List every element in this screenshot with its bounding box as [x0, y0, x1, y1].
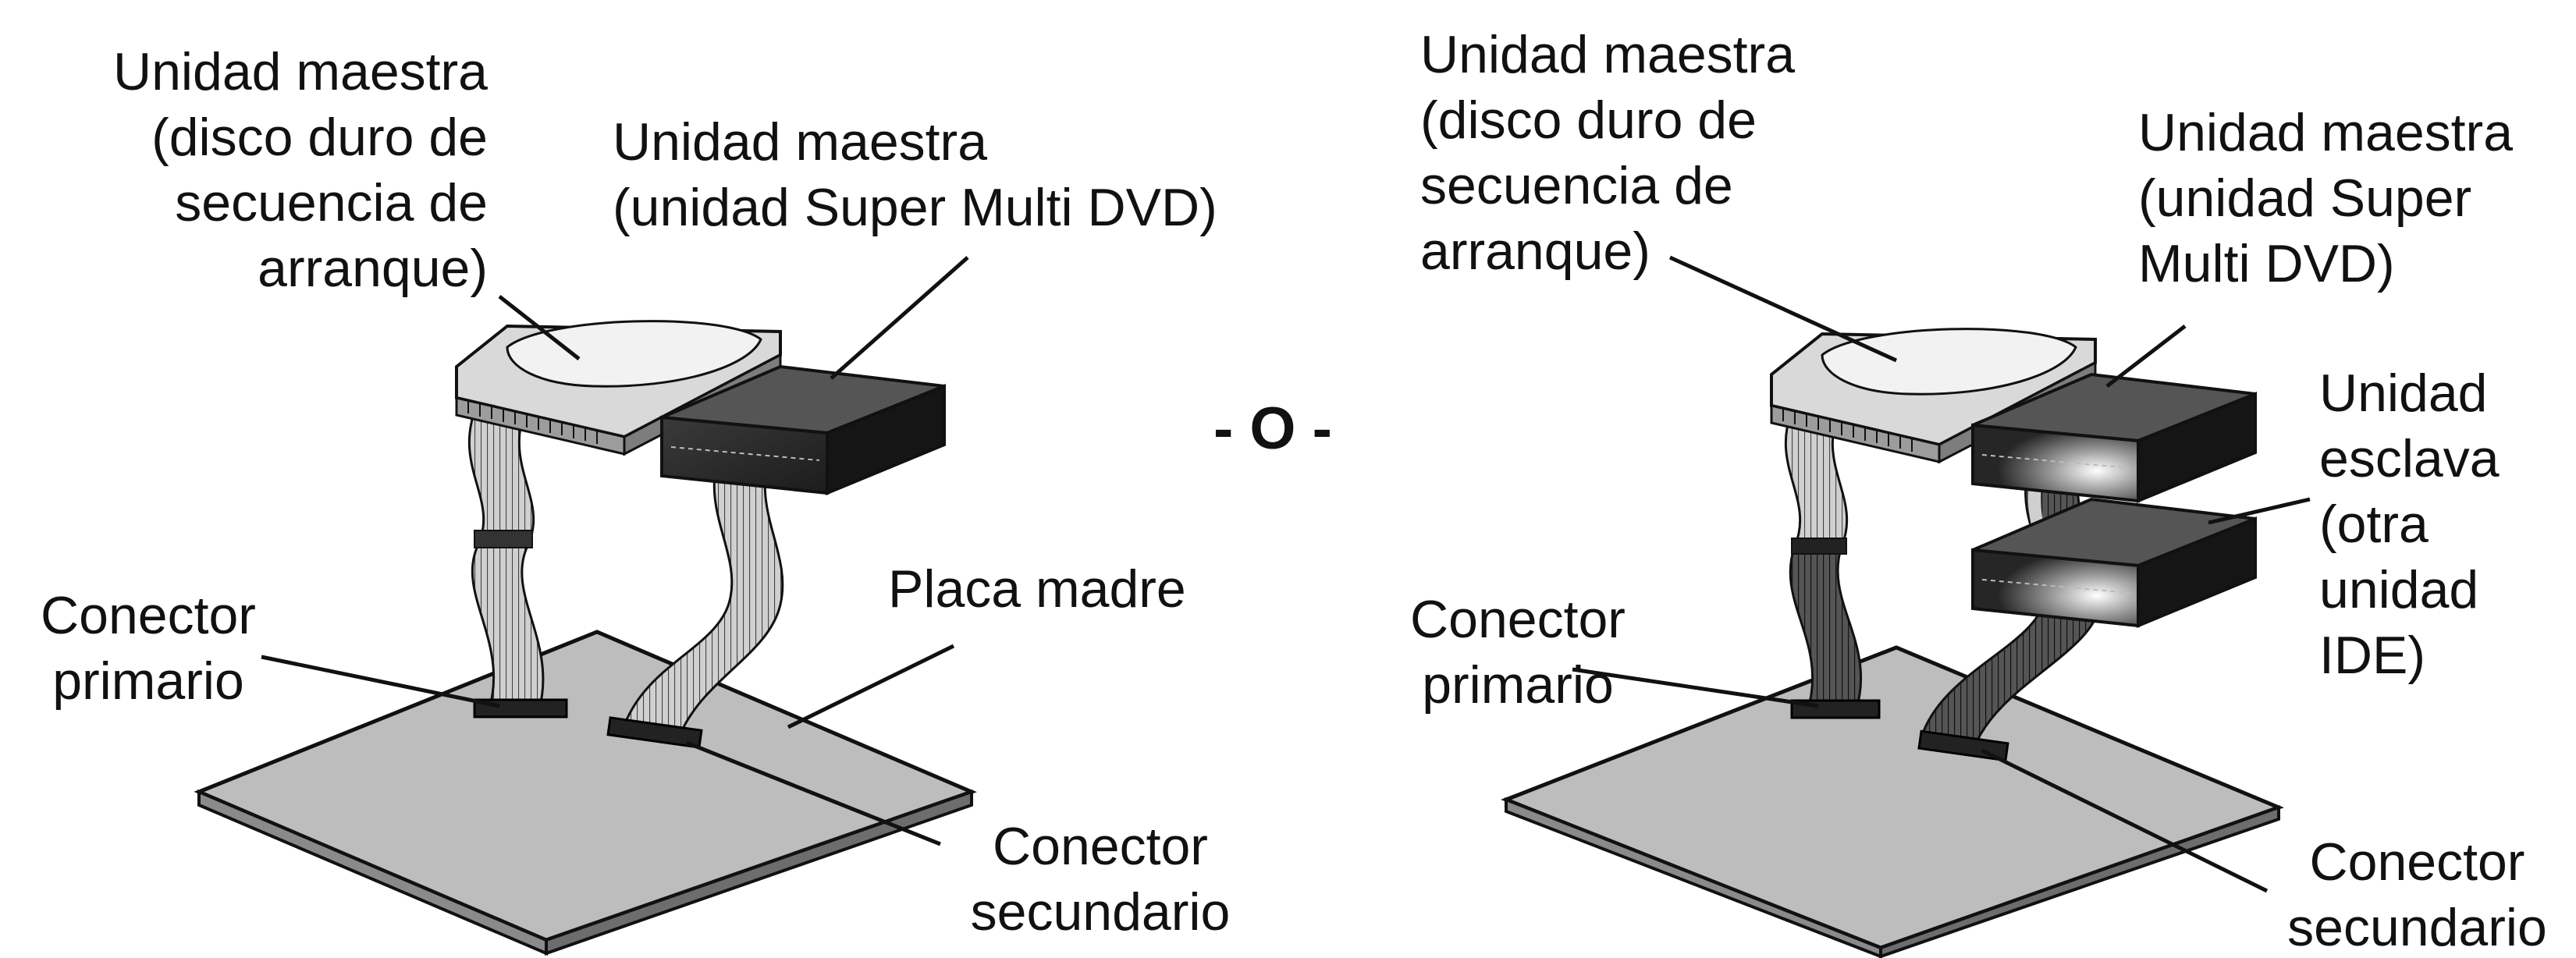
left-leader-primary — [261, 655, 500, 708]
left-label-master-disk: Unidad maestra (disco duro de secuencia … — [112, 42, 488, 298]
left-primary-cable — [467, 406, 545, 708]
right-label-secondary-connector: Conector secundario — [2287, 832, 2547, 957]
right-dvd-drive — [1971, 372, 2257, 503]
or-separator: - O - — [1213, 396, 1332, 462]
right-leader-secondary — [1981, 748, 2269, 893]
right-leader-primary — [1572, 667, 1819, 708]
left-label-motherboard: Placa madre — [888, 559, 1186, 619]
right-label-master-disk: Unidad maestra (disco duro de secuencia … — [1420, 25, 1796, 281]
left-assembly — [194, 256, 977, 956]
right-label-master-dvd: Unidad maestra (unidad Super Multi DVD) — [2138, 103, 2514, 293]
right-label-primary-connector: Conector primario — [1410, 590, 1626, 715]
left-label-master-dvd: Unidad maestra (unidad Super Multi DVD) — [613, 112, 1217, 237]
left-leader-master-disk — [498, 295, 581, 360]
right-primary-cable-bottom — [1789, 545, 1863, 708]
left-dvd-drive — [660, 364, 946, 495]
left-label-secondary-connector: Conector secundario — [970, 817, 1231, 942]
right-assembly — [1501, 255, 2311, 958]
left-leader-master-dvd — [830, 256, 969, 380]
right-leader-master-disk — [1668, 255, 1898, 363]
right-motherboard-edge-side — [1879, 805, 2280, 958]
right-leader-master-dvd — [2105, 325, 2187, 388]
left-leader-secondary — [686, 740, 941, 846]
left-motherboard-edge-side — [545, 789, 973, 956]
left-secondary-board-connector — [606, 716, 703, 749]
left-middle-connector — [474, 530, 533, 548]
left-secondary-cable — [622, 455, 784, 739]
right-label-slave-drive: Unidad esclava (otra unidad IDE) — [2319, 364, 2500, 685]
left-leader-motherboard — [787, 644, 955, 729]
right-leader-slave — [2208, 497, 2311, 525]
right-slave-drive — [1971, 497, 2257, 628]
right-middle-connector — [1791, 538, 1847, 555]
left-label-primary-connector: Conector primario — [41, 586, 256, 711]
left-motherboard-plate — [194, 630, 977, 942]
